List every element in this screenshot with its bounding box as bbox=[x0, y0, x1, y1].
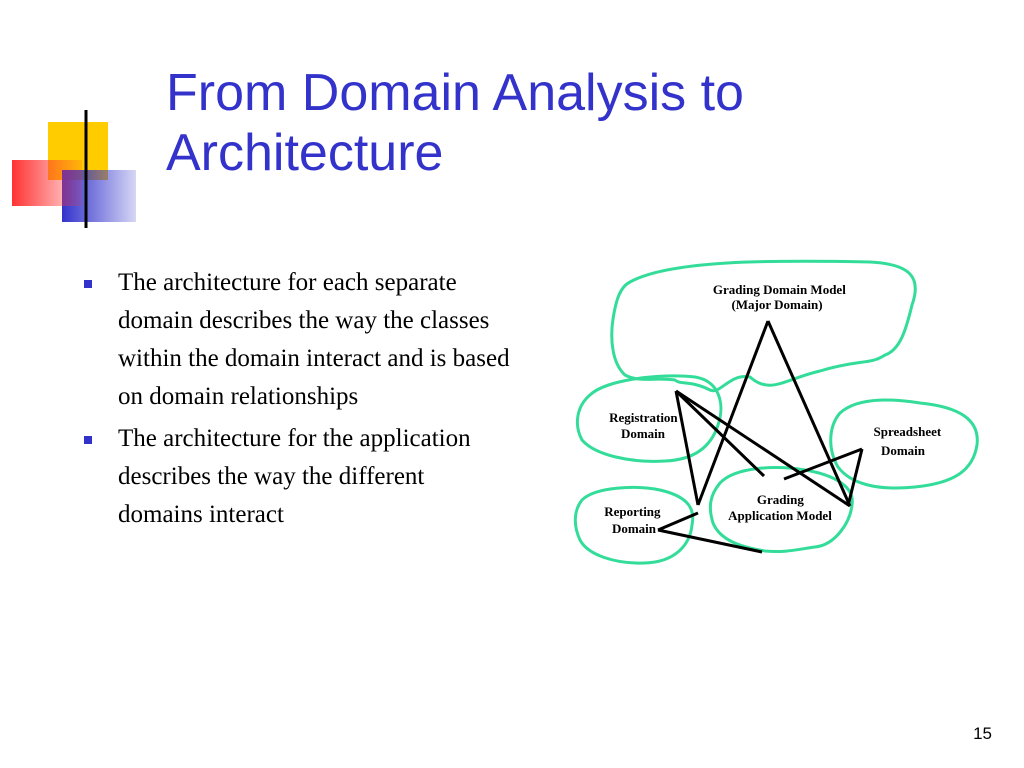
grading-application-model-line-1: Grading bbox=[757, 492, 804, 507]
connector-line bbox=[766, 320, 852, 507]
bullet-item: The architecture for the application des… bbox=[80, 420, 510, 534]
bullet-text: The architecture for each separate domai… bbox=[118, 269, 510, 410]
grading-domain-model-cloud bbox=[610, 259, 917, 393]
connector-line bbox=[846, 448, 864, 507]
spreadsheet-domain-cloud bbox=[829, 398, 979, 490]
slide-corner-ornament bbox=[12, 110, 990, 228]
registration-domain-cloud bbox=[575, 374, 723, 463]
connector-line bbox=[783, 447, 863, 481]
registration-domain-line-2: Domain bbox=[621, 426, 666, 441]
square-bullet-icon bbox=[84, 436, 92, 444]
spreadsheet-domain-label: Spreadsheet Domain bbox=[874, 424, 945, 458]
connector-line bbox=[657, 528, 763, 554]
grading-application-model-cloud bbox=[708, 466, 854, 553]
deco-red-block bbox=[12, 160, 82, 206]
connector-line bbox=[657, 511, 699, 532]
bullet-list: The architecture for each separate domai… bbox=[80, 264, 510, 538]
connector-line bbox=[696, 320, 770, 506]
slide-title-line-1: From Domain Analysis to bbox=[166, 64, 744, 122]
reporting-domain-label: Reporting Domain bbox=[604, 504, 664, 536]
grading-domain-model-line-2: (Major Domain) bbox=[731, 297, 822, 312]
square-bullet-icon bbox=[84, 280, 92, 288]
reporting-domain-line-2: Domain bbox=[612, 521, 657, 536]
reporting-domain-cloud bbox=[573, 485, 695, 565]
bullet-item: The architecture for each separate domai… bbox=[80, 264, 510, 416]
spreadsheet-domain-line-1: Spreadsheet bbox=[874, 424, 942, 439]
grading-domain-model-label: Grading Domain Model (Major Domain) bbox=[713, 282, 849, 312]
connector-line bbox=[674, 389, 766, 478]
connector-line bbox=[675, 389, 851, 508]
page-number: 15 bbox=[973, 724, 992, 743]
grading-application-model-line-2: Application Model bbox=[728, 508, 832, 523]
grading-domain-model-line-1: Grading Domain Model bbox=[713, 282, 846, 297]
registration-domain-label: Registration Domain bbox=[609, 410, 681, 441]
bullet-text: The architecture for the application des… bbox=[118, 425, 471, 528]
slide-title: From Domain Analysis to Architecture bbox=[166, 63, 986, 183]
connector-line bbox=[674, 390, 700, 506]
grading-application-model-label: Grading Application Model bbox=[728, 492, 832, 523]
slide-title-line-2: Architecture bbox=[166, 124, 444, 182]
spreadsheet-domain-line-2: Domain bbox=[881, 443, 926, 458]
registration-domain-line-1: Registration bbox=[609, 410, 678, 425]
domain-architecture-diagram: Grading Domain Model (Major Domain) Regi… bbox=[573, 259, 979, 565]
reporting-domain-line-1: Reporting bbox=[604, 504, 661, 519]
